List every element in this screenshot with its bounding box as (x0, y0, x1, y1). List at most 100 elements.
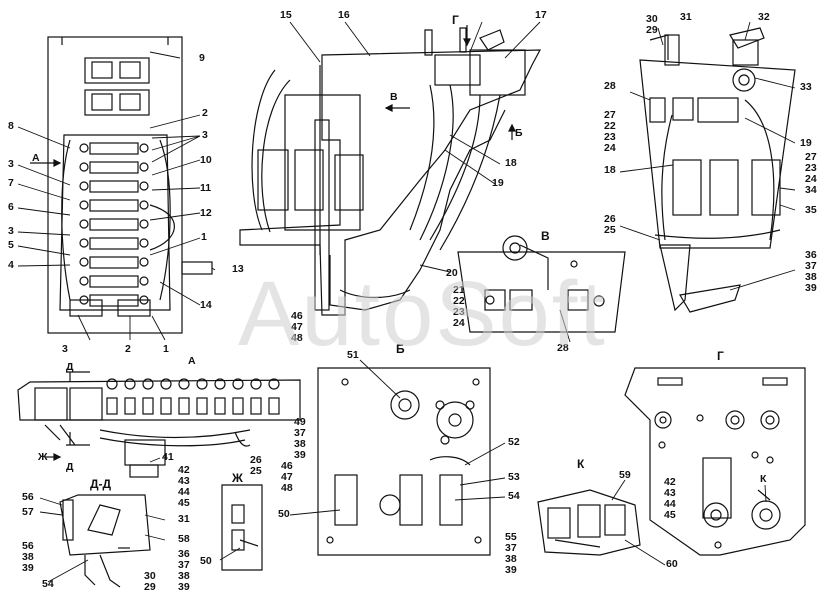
section-arrows (30, 25, 771, 501)
callout-16: 16 (338, 9, 350, 21)
view-g-plate (624, 367, 806, 556)
callout-19: 19 (800, 137, 812, 149)
callout-35: 35 (805, 204, 817, 216)
section-mark-zh: Ж (38, 451, 48, 463)
callout-3: 3 (8, 158, 14, 170)
callout-17: 17 (535, 9, 547, 21)
fuse-terminal (139, 162, 149, 172)
view-mark-a-small: А (188, 355, 196, 367)
callout-54: 54 (42, 578, 54, 590)
fuse-terminal (139, 276, 149, 286)
view-title-g: Г (717, 349, 724, 363)
view-k (537, 489, 641, 556)
strip-terminal (160, 378, 172, 390)
section-mark-d: Д (66, 361, 74, 373)
strip-connector (106, 397, 118, 415)
callout-60: 60 (666, 558, 678, 570)
callout-34: 34 (805, 184, 817, 196)
callout-8: 8 (8, 120, 14, 132)
top-right-block (639, 27, 796, 313)
callout-18: 18 (604, 164, 616, 176)
leader-lines (17, 21, 796, 583)
callout-33: 33 (800, 81, 812, 93)
strip-terminal (268, 378, 280, 390)
fuse-terminal (139, 257, 149, 267)
view-title-k: К (577, 457, 585, 471)
callout-31: 31 (680, 11, 692, 23)
fuse (89, 161, 139, 174)
fuse (89, 142, 139, 155)
fuse (89, 199, 139, 212)
connector-strip (17, 378, 301, 478)
strip-terminal (232, 378, 244, 390)
callout-32: 32 (758, 11, 770, 23)
view-mark-a: А (32, 152, 40, 164)
strip-terminal (124, 378, 136, 390)
callout-28: 28 (557, 342, 569, 354)
fuse-panel (47, 36, 213, 334)
fuse (89, 218, 139, 231)
strip-connector (178, 397, 190, 415)
strip-connector (196, 397, 208, 415)
strip-connector (214, 397, 226, 415)
fuse (89, 275, 139, 288)
fuse-terminal (79, 257, 89, 267)
fuse-terminal (79, 162, 89, 172)
fuse-terminal (139, 143, 149, 153)
callout-1: 1 (163, 343, 169, 355)
strip-connector (232, 397, 244, 415)
section-mark-d-low: Д (66, 461, 74, 473)
callout-9: 9 (199, 52, 205, 64)
callout-4: 4 (8, 259, 14, 271)
fuse-terminal (139, 181, 149, 191)
callout-1: 1 (201, 231, 207, 243)
callout-13: 13 (232, 263, 244, 275)
strip-terminal (214, 378, 226, 390)
fuse-terminal (139, 219, 149, 229)
fuse (89, 180, 139, 193)
view-mark-b: Б (515, 127, 523, 139)
fuse-terminal (79, 238, 89, 248)
strip-terminal (142, 378, 154, 390)
fuse-terminal (79, 181, 89, 191)
strip-terminal (106, 378, 118, 390)
strip-terminal (196, 378, 208, 390)
view-mark-k: К (760, 473, 767, 485)
callout-19: 19 (492, 177, 504, 189)
fuse-terminal (79, 276, 89, 286)
callout-50: 50 (200, 555, 212, 567)
fuse-terminal (79, 219, 89, 229)
fuse-terminal (139, 200, 149, 210)
callout-11: 11 (200, 182, 212, 194)
callout-56: 56 (22, 491, 34, 503)
view-title-dd: Д-Д (90, 477, 112, 491)
callout-41: 41 (162, 451, 174, 463)
callout-5: 5 (8, 239, 14, 251)
callout-52: 52 (508, 436, 520, 448)
strip-connector (160, 397, 172, 415)
fuse-terminal (79, 143, 89, 153)
callout-50: 50 (278, 508, 290, 520)
callout-10: 10 (200, 154, 212, 166)
view-title-zh: Ж (232, 471, 243, 485)
strip-connector (268, 397, 280, 415)
callout-20: 20 (446, 267, 458, 279)
fuse-terminal (139, 238, 149, 248)
fuse (89, 256, 139, 269)
strip-connector (142, 397, 154, 415)
fuse (89, 237, 139, 250)
view-mark-v: В (390, 91, 398, 103)
callout-3: 3 (62, 343, 68, 355)
